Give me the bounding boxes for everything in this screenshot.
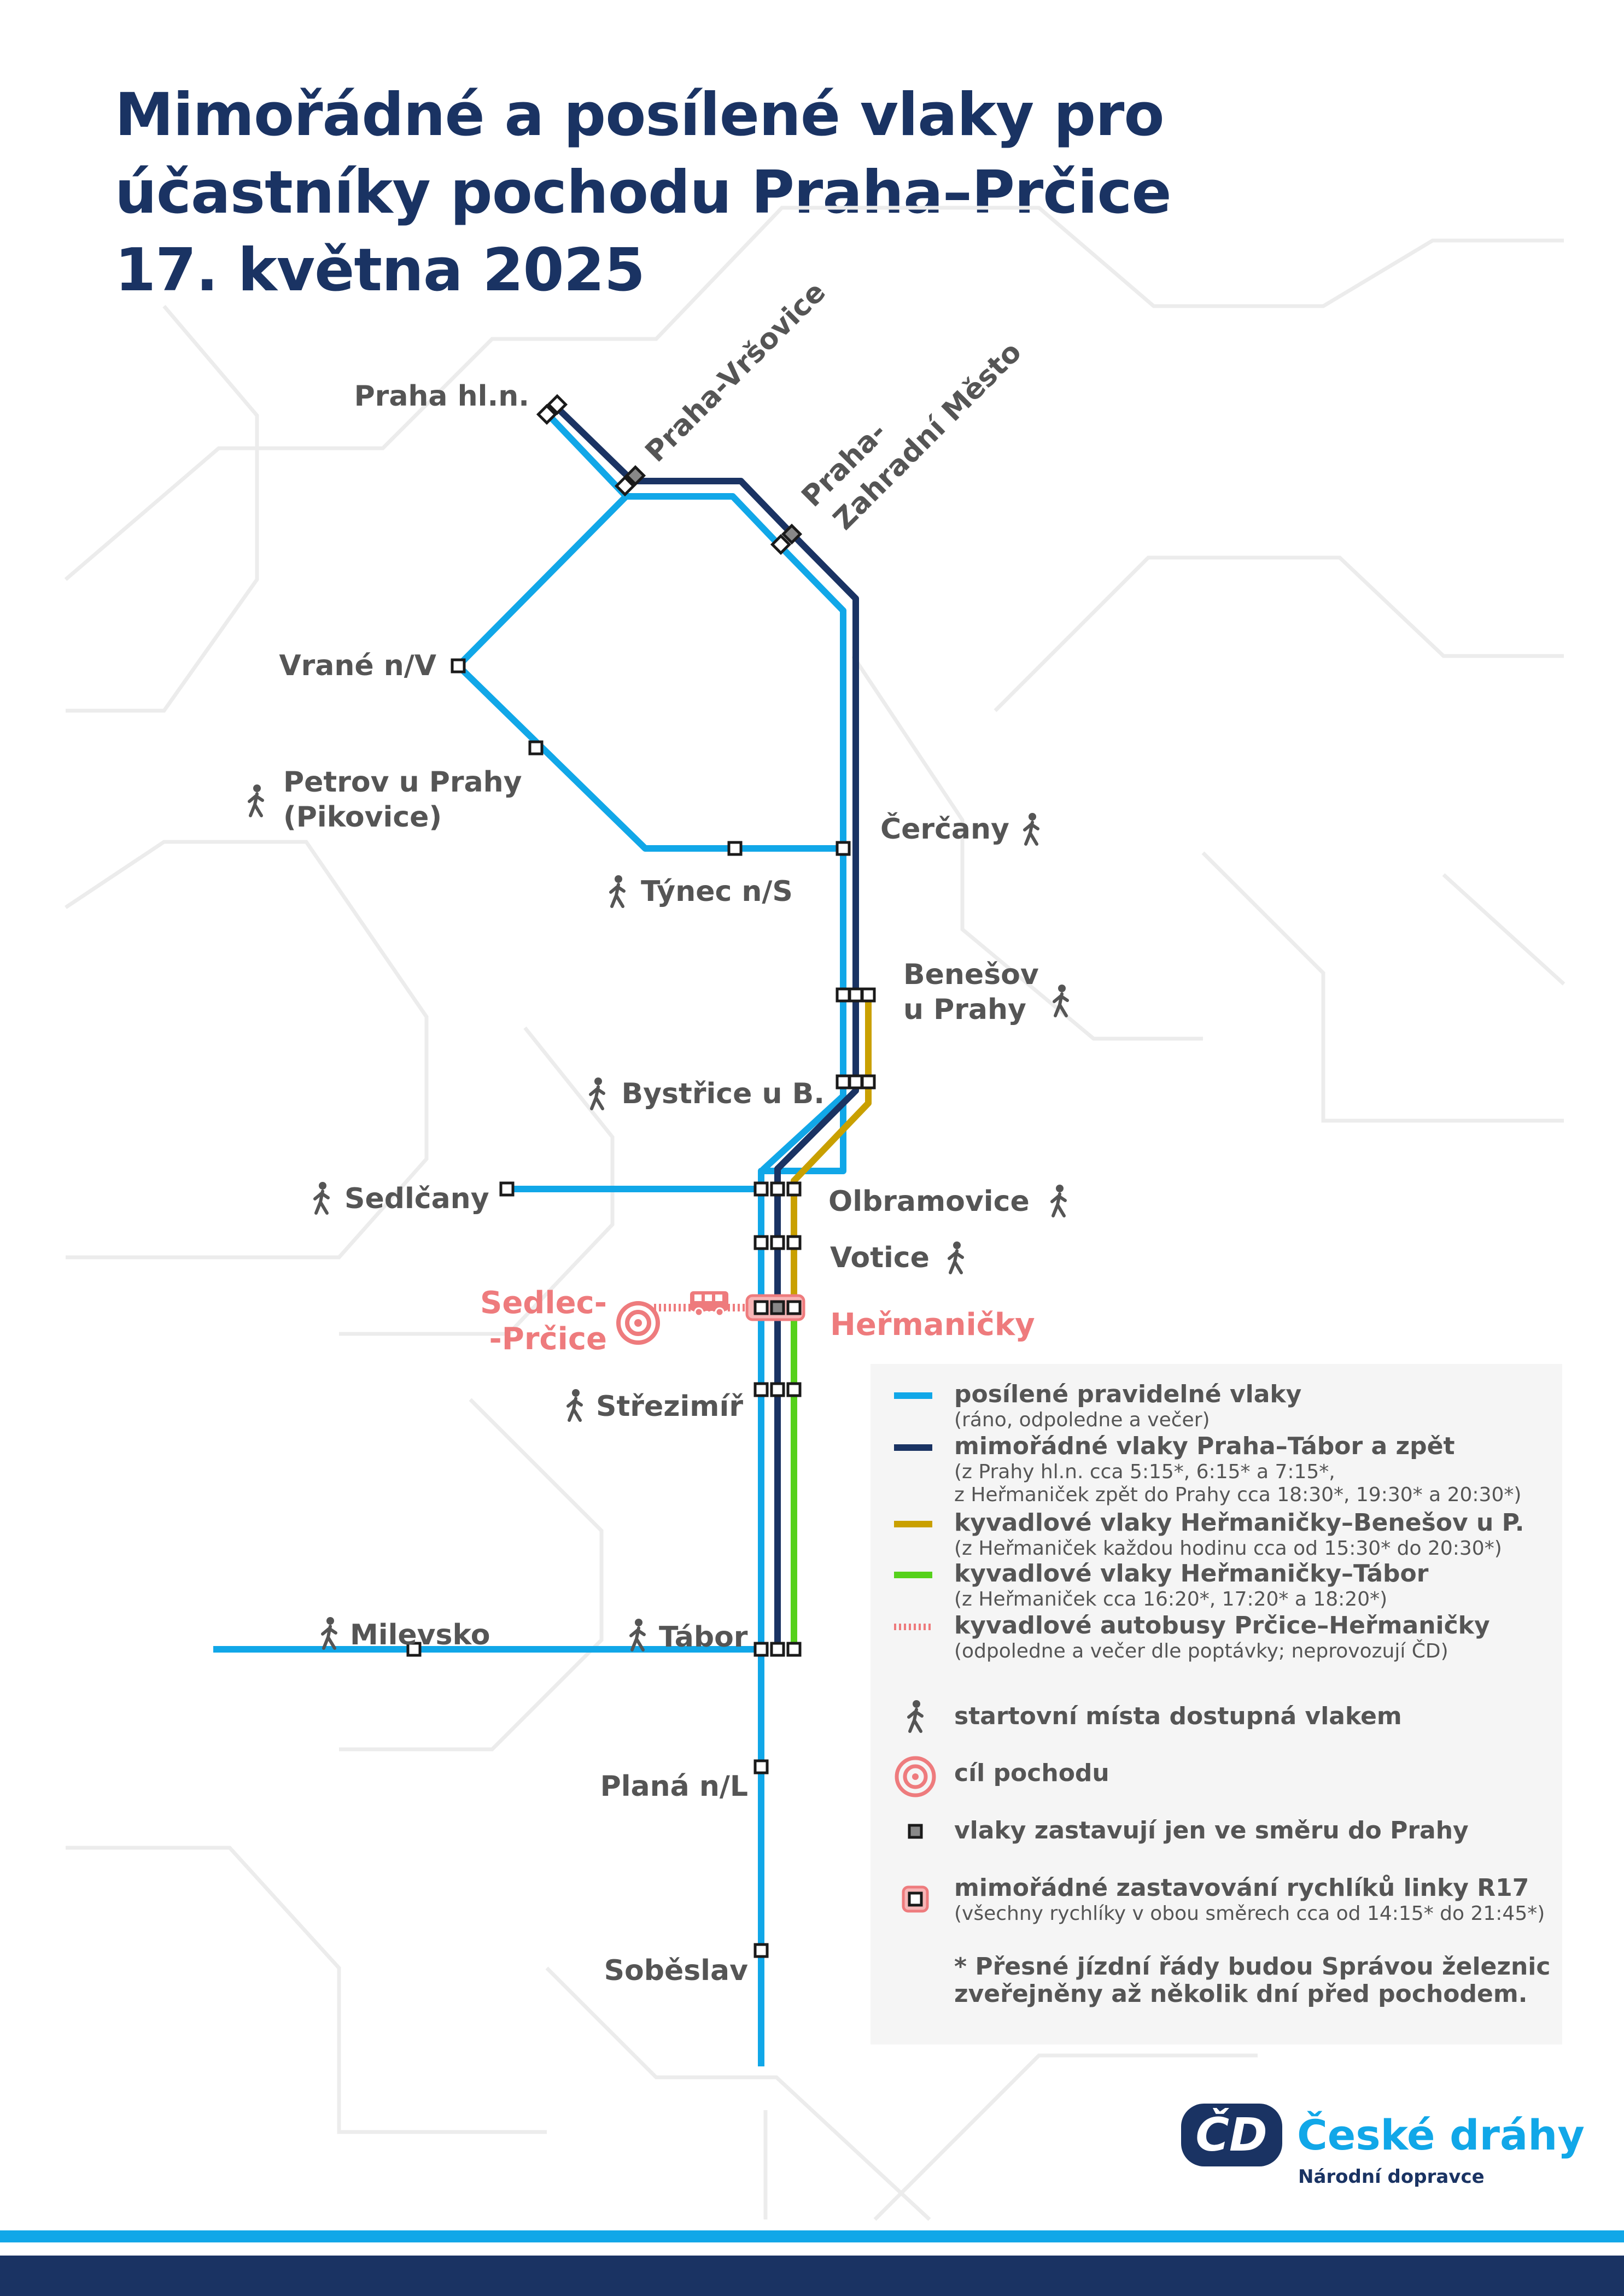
station-petrov-2: (Pikovice) — [283, 801, 442, 834]
legend: posílené pravidelné vlaky(ráno, odpoledn… — [871, 1364, 1562, 2045]
footer-bar-dark — [0, 2256, 1624, 2296]
brand-tagline: Národní dopravce — [1298, 2166, 1485, 2188]
walker-icon — [568, 1389, 581, 1420]
legend-item-title: kyvadlové vlaky Heřmaničky–Benešov u P. — [954, 1509, 1524, 1537]
legend-item-sub: (z Heřmaniček každou hodinu cca od 15:30… — [954, 1537, 1502, 1560]
legend-background — [871, 1364, 1562, 2045]
cd-logo: ČD České dráhy Národní dopravce — [1181, 2104, 1585, 2188]
station-vrane: Vrané n/V — [279, 649, 436, 682]
legend-item-title: kyvadlové autobusy Prčice–Heřmaničky — [954, 1612, 1490, 1639]
target-icon — [895, 1756, 936, 1797]
station-petrov-1: Petrov u Prahy — [283, 766, 522, 799]
legend-item-sub: (z Heřmaniček cca 16:20*, 17:20* a 18:20… — [954, 1588, 1387, 1610]
station-sedlec-2: -Prčice — [489, 1321, 607, 1357]
station-hermanicky: Heřmaničky — [830, 1307, 1035, 1343]
station-praha-hln: Praha hl.n. — [354, 380, 529, 413]
station-markers — [406, 394, 876, 1958]
legend-item-sub: (odpoledne a večer dle poptávky; neprovo… — [954, 1639, 1448, 1662]
gray-stop-icon — [908, 1824, 923, 1839]
walker-icon — [249, 784, 262, 816]
walker-icon — [949, 1241, 962, 1273]
legend-item-title: kyvadlové vlaky Heřmaničky–Tábor — [954, 1560, 1429, 1588]
walker-icon — [1052, 1185, 1065, 1216]
walker-icon — [315, 1182, 328, 1213]
station-votice: Votice — [830, 1241, 930, 1274]
title-line-2: účastníky pochodu Praha–Prčice — [115, 159, 1172, 227]
station-tabor: Tábor — [659, 1621, 748, 1654]
background-network — [64, 206, 1565, 2221]
target-icon — [616, 1301, 660, 1345]
brand-name: České dráhy — [1297, 2110, 1585, 2159]
legend-item-sub: z Heřmaniček zpět do Prahy cca 18:30*, 1… — [954, 1484, 1521, 1506]
walker-icon — [591, 1077, 604, 1109]
legend-item-sub: (ráno, odpoledne a večer) — [954, 1409, 1210, 1431]
legend-item-sub: (z Prahy hl.n. cca 5:15*, 6:15* a 7:15*, — [954, 1461, 1335, 1483]
legend-item-title: posílené pravidelné vlaky — [954, 1380, 1301, 1408]
cd-logo-mark — [1181, 2104, 1282, 2166]
walker-icon — [631, 1619, 644, 1650]
legend-target-text: cíl pochodu — [954, 1759, 1109, 1787]
station-sedlcany: Sedlčany — [344, 1182, 489, 1215]
station-praha-vrsovice: Praha-Vršovice — [639, 276, 832, 468]
hermanicky-r17-stop — [745, 1294, 805, 1321]
station-benesov-2: u Prahy — [903, 993, 1026, 1026]
walker-icon — [323, 1617, 336, 1648]
legend-walker-text: startovní místa dostupná vlakem — [954, 1702, 1402, 1730]
r17-stop-icon — [908, 1891, 923, 1907]
title-line-3: 17. května 2025 — [115, 236, 645, 304]
station-sedlec-1: Sedlec- — [480, 1285, 607, 1321]
legend-line-items: posílené pravidelné vlaky(ráno, odpoledn… — [894, 1380, 1524, 1662]
legend-gray-stop-text: vlaky zastavují jen ve směru do Prahy — [954, 1817, 1469, 1844]
legend-r17-title: mimořádné zastavování rychlíků linky R17 — [954, 1874, 1529, 1902]
legend-note-2: zveřejněny až několik dní před pochodem. — [954, 1980, 1527, 2008]
station-bystrice: Bystřice u B. — [621, 1077, 825, 1110]
station-tynec: Týnec n/S — [641, 875, 793, 908]
walker-icon — [611, 875, 624, 906]
station-strezimir: Střezimíř — [596, 1390, 743, 1423]
station-sobeslav: Soběslav — [604, 1954, 749, 1987]
page-title: Mimořádné a posílené vlaky pro účastníky… — [115, 77, 1372, 309]
title-line-1: Mimořádné a posílené vlaky pro — [115, 81, 1165, 149]
station-cercany: Čerčany — [880, 812, 1009, 846]
station-benesov-1: Benešov — [903, 958, 1039, 991]
station-milevsko: Milevsko — [350, 1619, 490, 1651]
legend-note-1: * Přesné jízdní řády budou Správou želez… — [954, 1953, 1550, 1981]
bus-icon — [690, 1291, 728, 1317]
footer-bar-light — [0, 2230, 1624, 2242]
cd-logo-letters: ČD — [1195, 2108, 1267, 2162]
station-olbramovice: Olbramovice — [828, 1185, 1030, 1218]
walker-icon — [1025, 813, 1038, 844]
legend-r17-sub: (všechny rychlíky v obou směrech cca od … — [954, 1902, 1545, 1925]
station-plana: Planá n/L — [600, 1770, 748, 1803]
legend-item-title: mimořádné vlaky Praha–Tábor a zpět — [954, 1432, 1455, 1460]
special-trains-lines — [552, 403, 859, 1649]
